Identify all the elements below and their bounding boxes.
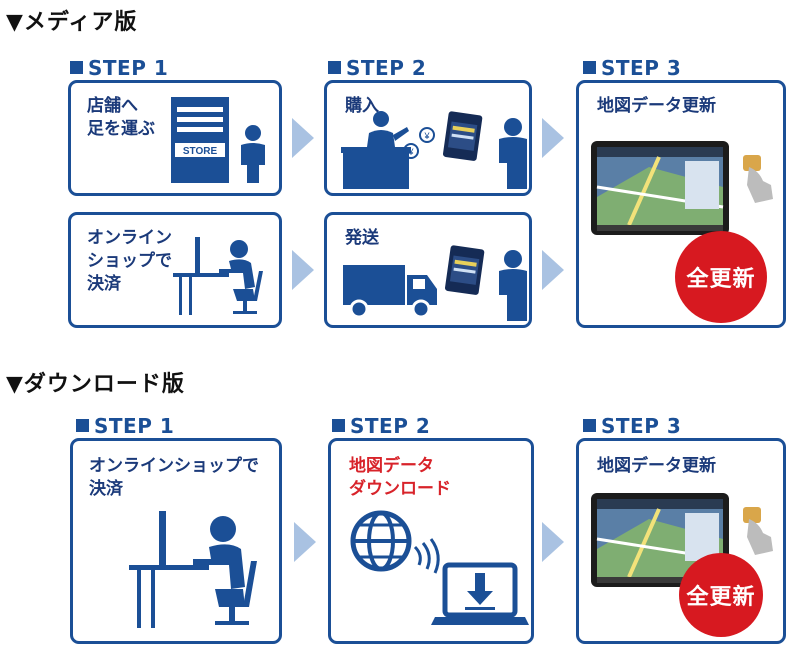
media-arrow-1a	[292, 118, 314, 158]
download-arrow-1	[294, 522, 316, 562]
purchase-text: 購入	[345, 96, 379, 116]
download-step3-update-box: 地図データ更新 全更新	[576, 438, 786, 644]
desk-computer-person-icon	[173, 237, 263, 315]
media-step1-online-box: オンライン ショップで 決済	[68, 212, 282, 328]
dl-map-update-text: 地図データ更新	[597, 456, 716, 476]
download-arrow-2	[542, 522, 564, 562]
download-step2-label: STEP 2	[332, 414, 430, 438]
dl-full-update-badge: 全更新	[679, 553, 763, 637]
map-download-text: 地図データ ダウンロード	[349, 456, 451, 499]
media-step3-update-box: 地図データ更新 全更新	[576, 80, 786, 328]
car-navigation-icon	[591, 141, 773, 235]
dl-desk-computer-person-icon	[129, 511, 257, 628]
download-step1-label: STEP 1	[76, 414, 174, 438]
online-pay-text: オンライン ショップで 決済	[87, 228, 172, 294]
store-icon: STORE	[171, 97, 265, 183]
delivery-truck-icon	[343, 245, 527, 321]
media-step2-label: STEP 2	[328, 56, 426, 80]
full-update-badge: 全更新	[675, 231, 767, 323]
svg-text:¥: ¥	[423, 131, 430, 141]
media-step2-purchase-box: 購入 ¥ ¥	[324, 80, 532, 196]
media-step2-shipping-box: 発送	[324, 212, 532, 328]
media-step3-label: STEP 3	[583, 56, 681, 80]
globe-laptop-download-icon	[350, 510, 529, 625]
store-sign-text: STORE	[183, 146, 218, 157]
download-step1-online-box: オンラインショップで 決済	[70, 438, 282, 644]
media-step1-store-box: 店舗へ 足を運ぶ STORE	[68, 80, 282, 196]
media-arrow-2a	[542, 118, 564, 158]
media-arrow-2b	[542, 250, 564, 290]
download-step2-download-box: 地図データ ダウンロード	[328, 438, 534, 644]
download-step3-label: STEP 3	[583, 414, 681, 438]
media-section-title: ▼メディア版	[6, 10, 138, 35]
map-update-text: 地図データ更新	[597, 96, 716, 116]
download-section-title: ▼ダウンロード版	[6, 372, 185, 397]
store-visit-text: 店舗へ 足を運ぶ	[87, 96, 155, 139]
shop-clerk-icon: ¥ ¥	[341, 111, 527, 189]
dl-online-pay-text: オンラインショップで 決済	[89, 456, 259, 499]
svg-text:¥: ¥	[407, 147, 414, 157]
media-arrow-1b	[292, 250, 314, 290]
media-step1-label: STEP 1	[70, 56, 168, 80]
shipping-text: 発送	[345, 228, 379, 248]
